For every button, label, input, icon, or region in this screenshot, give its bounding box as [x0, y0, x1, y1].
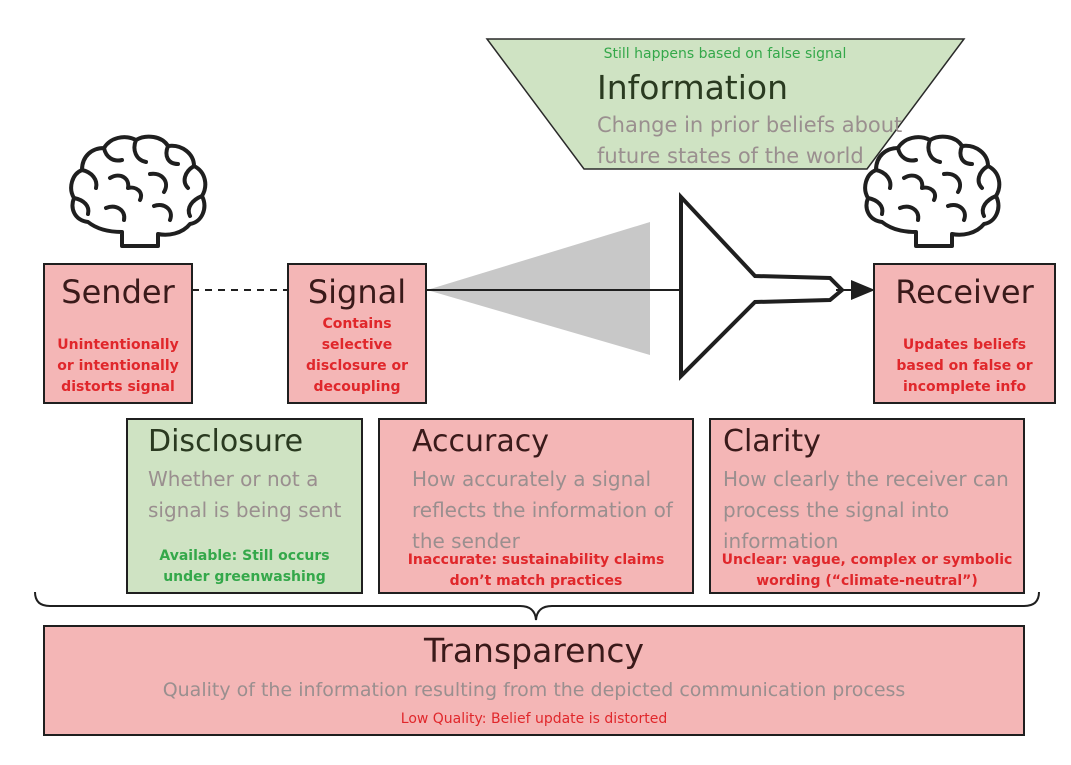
information-title: Information: [597, 68, 789, 107]
disclosure-box: Disclosure Whether or not a signal is be…: [126, 418, 363, 594]
receiver-note: Updates beliefs based on false or incomp…: [896, 337, 1033, 395]
accuracy-box: Accuracy How accurately a signal reflect…: [378, 418, 694, 594]
disclosure-desc: Whether or not a signal is being sent: [148, 467, 342, 522]
sender-note: Unintentionally or intentionally distort…: [57, 337, 179, 395]
information-desc: Change in prior beliefs about future sta…: [597, 113, 903, 168]
information-note: Still happens based on false signal: [603, 46, 847, 62]
disclosure-note: Available: Still occurs under greenwashi…: [159, 548, 330, 585]
funnel-icon: [679, 191, 845, 381]
sender-title: Sender: [61, 273, 175, 311]
clarity-desc: How clearly the receiver can process the…: [723, 467, 1009, 553]
accuracy-title: Accuracy: [412, 424, 549, 459]
clarity-note: Unclear: vague, complex or symbolic word…: [721, 552, 1013, 589]
accuracy-note: Inaccurate: sustainability claims don’t …: [407, 552, 665, 589]
disclosure-title: Disclosure: [148, 424, 304, 459]
sender-box: Sender Unintentionally or intentionally …: [43, 263, 193, 404]
brace-shape: [34, 591, 1040, 621]
information-trapezoid: [485, 38, 966, 170]
receiver-title: Receiver: [895, 273, 1034, 311]
signal-box: Signal Contains selective disclosure or …: [287, 263, 427, 404]
receiver-box: Receiver Updates beliefs based on false …: [873, 263, 1056, 404]
clarity-title: Clarity: [723, 424, 821, 459]
transparency-desc: Quality of the information resulting fro…: [162, 679, 906, 701]
brain-icon: [69, 134, 208, 248]
transparency-note: Low Quality: Belief update is distorted: [400, 711, 668, 727]
arrow-icon: [851, 280, 875, 300]
brain-icon: [863, 134, 1002, 248]
clarity-box: Clarity How clearly the receiver can pro…: [709, 418, 1025, 594]
accuracy-desc: How accurately a signal reflects the inf…: [412, 467, 673, 553]
signal-title: Signal: [307, 273, 407, 311]
cone-shape: [427, 222, 650, 355]
transparency-title: Transparency: [423, 631, 645, 670]
signal-note: Contains selective disclosure or decoupl…: [306, 316, 408, 395]
transparency-box: Transparency Quality of the information …: [43, 625, 1025, 736]
